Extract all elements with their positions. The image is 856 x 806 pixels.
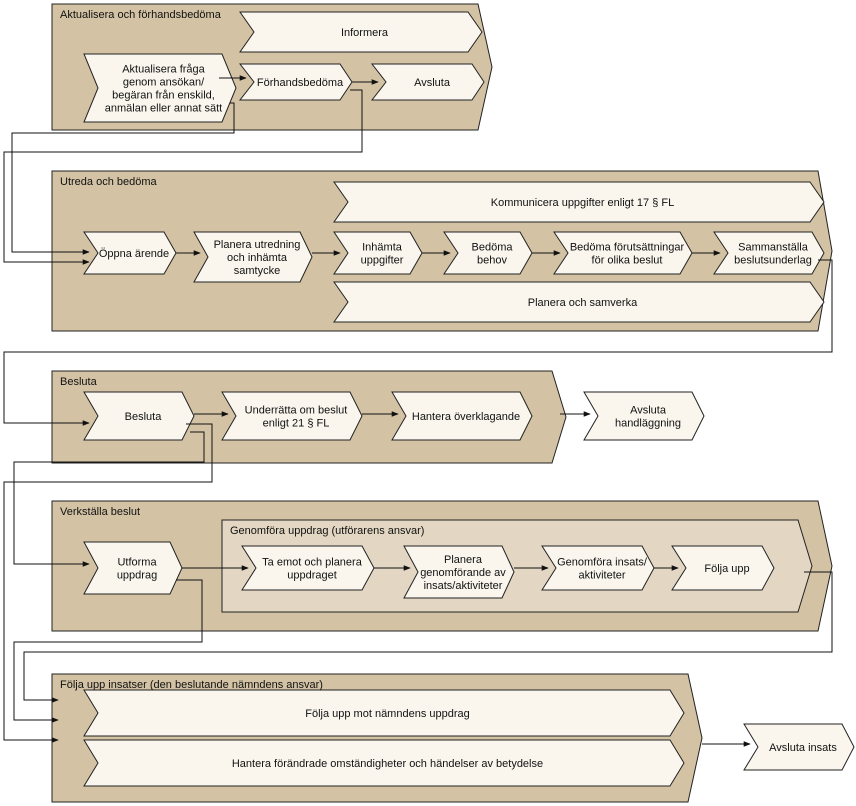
- arrow-besluta-folja: [3, 423, 213, 743]
- step-kommunicera-label: Kommunicera uppgifter enligt 17 § FL: [491, 197, 674, 209]
- arrow-sammanstalla-besluta: [3, 259, 833, 426]
- step-folja-upp-namnd: [83, 689, 685, 737]
- step-avsluta-label: Avsluta: [414, 77, 451, 89]
- step-avsluta: [370, 63, 485, 101]
- step-bedoma-forutsattningar: [553, 231, 693, 275]
- step-aktualisera: [83, 53, 237, 123]
- arrow-besluta-utforma: [13, 431, 205, 567]
- step-planera-genomforande: [403, 545, 515, 599]
- step-folja-upp: [671, 545, 775, 591]
- step-forhandsbedoma-label: Förhandsbedöma: [257, 77, 344, 89]
- step-genomfora-insats-label: Genomföra insats/aktiviteter: [557, 556, 648, 581]
- step-hantera-forandrade-label: Hantera förändrade omständigheter och hä…: [232, 758, 543, 770]
- step-forhandsbedoma: [238, 63, 353, 101]
- phase-utreda-title: Utreda och bedöma: [60, 176, 157, 188]
- step-hantera-overklagande: [391, 391, 533, 441]
- step-planera-samverka-label: Planera och samverka: [528, 297, 638, 309]
- step-planera-samverka: [333, 281, 825, 323]
- phase-aktualisera-title: Aktualisera och förhandsbedöma: [60, 9, 222, 21]
- step-sammanstalla: [713, 231, 825, 275]
- step-oppna-arende-label: Öppna ärende: [99, 248, 169, 260]
- arrow-verkstalla-folja: [23, 571, 833, 703]
- step-avsluta-insats: [743, 723, 855, 771]
- step-kommunicera: [333, 181, 825, 223]
- step-folja-upp-label: Följa upp: [704, 563, 749, 575]
- phase-besluta-title: Besluta: [60, 376, 98, 388]
- phase-verkstalla-title: Verkställa beslut: [60, 506, 140, 518]
- step-inhamta: [333, 231, 423, 275]
- arrow-forhandsbedoma-oppna: [3, 89, 363, 265]
- arrow-utforma-folja: [13, 579, 203, 723]
- step-underratta: [221, 391, 363, 441]
- step-informera-label: Informera: [341, 27, 389, 39]
- step-planera-utredning: [193, 231, 313, 283]
- phase-genomfora-inner: [221, 519, 813, 613]
- step-utforma-uppdrag: [83, 541, 183, 595]
- step-genomfora-insats: [541, 545, 655, 591]
- phase-folja-upp-title: Följa upp insatser (den beslutande nämnd…: [60, 679, 323, 691]
- step-besluta: [83, 391, 195, 441]
- step-hantera-overklagande-label: Hantera överklagande: [412, 411, 520, 423]
- step-besluta-label: Besluta: [125, 411, 163, 423]
- step-folja-upp-namnd-label: Följa upp mot nämndens uppdrag: [305, 708, 470, 720]
- step-bedoma-behov: [443, 231, 533, 275]
- step-avsluta-insats-label: Avsluta insats: [769, 742, 837, 754]
- step-hantera-forandrade: [83, 739, 685, 787]
- step-informera: [239, 11, 483, 53]
- arrow-aktualisera-oppna: [11, 102, 235, 255]
- step-ta-emot: [241, 545, 375, 591]
- step-oppna-arende: [83, 231, 177, 275]
- phase-genomfora-inner-title: Genomföra uppdrag (utförarens ansvar): [230, 525, 424, 537]
- step-avsluta-handlaggning: [583, 391, 705, 441]
